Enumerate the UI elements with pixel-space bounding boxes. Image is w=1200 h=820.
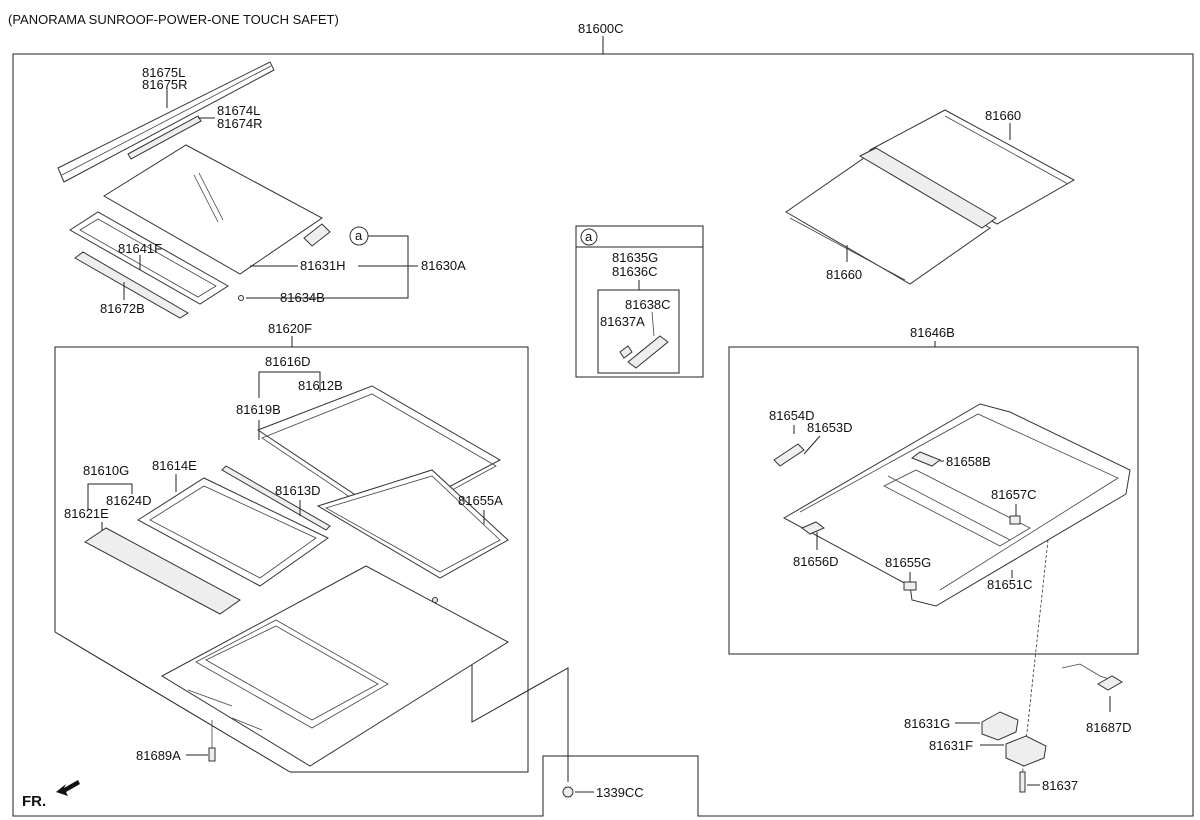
- label-81600C: 81600C: [578, 21, 624, 36]
- label-81638C: 81638C: [625, 297, 671, 312]
- seal-81613D: [221, 465, 331, 531]
- label-81641F: 81641F: [118, 241, 162, 256]
- seal-81655A: [316, 469, 509, 579]
- label-81630A: 81630A: [421, 258, 466, 273]
- label-81610G: 81610G: [83, 463, 129, 478]
- front-arrow-icon: [56, 780, 80, 796]
- assembly-frame: [12, 53, 1194, 817]
- deflector-81621E: [84, 527, 241, 615]
- front-label: FR.: [22, 793, 46, 810]
- label-81660-bottom: 81660: [826, 267, 862, 282]
- glass-frame-81641F: [69, 211, 229, 305]
- label-81689A: 81689A: [136, 748, 181, 763]
- label-81635G: 81635G: [612, 250, 658, 265]
- label-81621E: 81621E: [64, 506, 109, 521]
- label-81631F: 81631F: [929, 738, 973, 753]
- roof-rail-81675: [57, 61, 275, 183]
- deflector-81672B: [74, 251, 189, 319]
- diagram-title: (PANORAMA SUNROOF-POWER-ONE TOUCH SAFET): [8, 12, 339, 27]
- weatherstrip-81674: [127, 115, 202, 160]
- wire-81687D: [1061, 663, 1113, 681]
- label-81672B: 81672B: [100, 301, 145, 316]
- label-81675R: 81675R: [142, 77, 188, 92]
- motor-81631F: [1005, 735, 1047, 767]
- label-81657C: 81657C: [991, 487, 1037, 502]
- label-81674R: 81674R: [217, 116, 263, 131]
- hinge-bracket: [627, 335, 669, 369]
- detail-a-letter: a: [585, 229, 593, 244]
- label-81624D: 81624D: [106, 493, 152, 508]
- label-81614E: 81614E: [152, 458, 197, 473]
- roof-panel: [160, 565, 509, 767]
- detail-a-box: [575, 225, 704, 378]
- detail-a-subbox: [597, 289, 680, 374]
- label-81658B: 81658B: [946, 454, 991, 469]
- sunroof-frame-81651C: [782, 403, 1131, 607]
- assembly-box-81620F: [54, 346, 529, 773]
- label-81675L: 81675L: [142, 65, 185, 80]
- label-81653D: 81653D: [807, 420, 853, 435]
- label-81619B: 81619B: [236, 402, 281, 417]
- roof-opening: [195, 619, 389, 729]
- drain-hose-81689A: [208, 747, 216, 762]
- label-81687D: 81687D: [1086, 720, 1132, 735]
- sunshade-roller: [858, 147, 997, 229]
- label-81651C: 81651C: [987, 577, 1033, 592]
- label-81631G: 81631G: [904, 716, 950, 731]
- label-81646B: 81646B: [910, 325, 955, 340]
- label-81631H: 81631H: [300, 258, 346, 273]
- screw-81637: [1019, 771, 1026, 793]
- label-81613D: 81613D: [275, 483, 321, 498]
- label-81654D: 81654D: [769, 408, 815, 423]
- label-81612B: 81612B: [298, 378, 343, 393]
- bolt-1339CC: [562, 786, 574, 798]
- label-81660-top: 81660: [985, 108, 1021, 123]
- label-81674L: 81674L: [217, 103, 260, 118]
- label-1339CC: 1339CC: [596, 785, 644, 800]
- label-81634B: 81634B: [280, 290, 325, 305]
- label-81655G: 81655G: [885, 555, 931, 570]
- label-81655A: 81655A: [458, 493, 503, 508]
- label-81637A: 81637A: [600, 314, 645, 329]
- glass-bracket: [303, 223, 331, 247]
- motor-81631G: [981, 711, 1019, 741]
- assembly-box-81646B: [728, 346, 1139, 655]
- label-81636C: 81636C: [612, 264, 658, 279]
- frame-81614E: [137, 477, 329, 587]
- part-81654D: [773, 443, 805, 467]
- label-81656D: 81656D: [793, 554, 839, 569]
- sunroof-glass: [103, 144, 323, 275]
- label-81616D: 81616D: [265, 354, 311, 369]
- part-81658B: [910, 451, 942, 467]
- callout-a-letter: a: [355, 228, 363, 243]
- label-81620F: 81620F: [268, 321, 312, 336]
- label-81637: 81637: [1042, 778, 1078, 793]
